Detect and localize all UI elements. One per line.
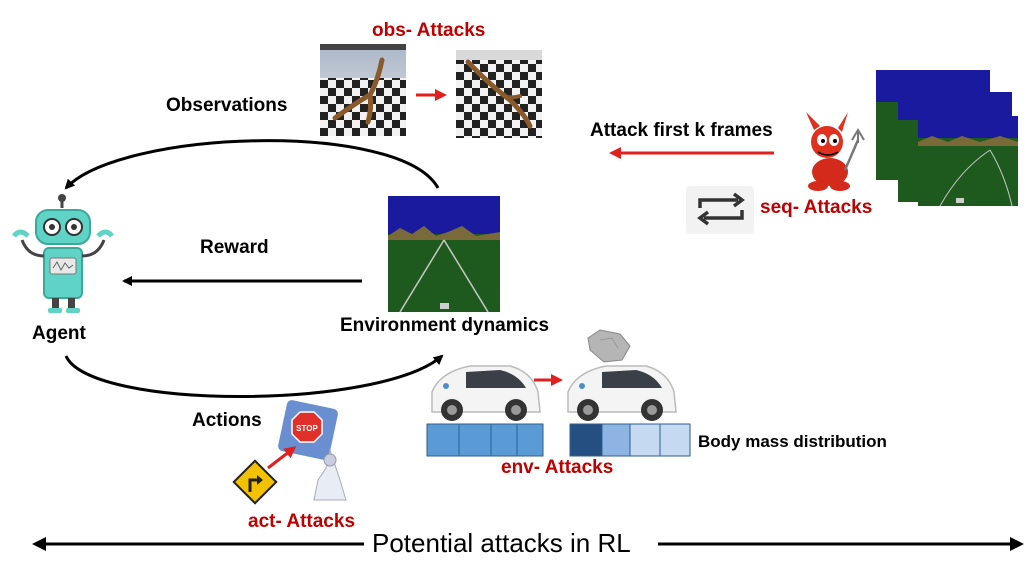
environment-game-screen: [388, 196, 500, 313]
actions-label: Actions: [192, 410, 262, 431]
obs-image-original: [320, 44, 406, 136]
agent-label: Agent: [32, 323, 86, 344]
obs-attacks-label: obs- Attacks: [372, 20, 486, 41]
seq-frames-stack: [876, 70, 1018, 207]
observation-arrow: [64, 139, 440, 190]
cycle-icon: [686, 186, 754, 234]
action-arrow: [64, 354, 444, 398]
robot-icon: [12, 194, 114, 313]
potential-attacks-title: Potential attacks in RL: [372, 528, 631, 558]
reward-label: Reward: [200, 237, 269, 258]
attack-first-k-label: Attack first k frames: [590, 120, 773, 141]
observations-label: Observations: [166, 95, 288, 116]
env-attacks-label: env- Attacks: [501, 457, 614, 478]
act-attacks-label: act- Attacks: [248, 511, 356, 532]
stop-sign-icon: STOP: [278, 400, 338, 460]
turn-sign-icon: [232, 459, 278, 505]
body-mass-label: Body mass distribution: [698, 432, 887, 451]
mass-bar-perturbed: [569, 423, 691, 457]
obs-image-perturbed: [456, 50, 542, 138]
stop-sign-text: STOP: [296, 424, 318, 433]
mass-bar-original: [426, 423, 544, 457]
environment-dynamics-label: Environment dynamics: [340, 315, 550, 336]
act-attack-arrow: [267, 446, 297, 470]
car-icon-perturbed: [567, 365, 677, 421]
robot-arm-icon: [313, 448, 347, 501]
car-icon: [431, 365, 541, 421]
rock-icon: [587, 329, 631, 363]
seq-attacks-label: seq- Attacks: [760, 197, 873, 218]
devil-icon: [806, 112, 865, 191]
